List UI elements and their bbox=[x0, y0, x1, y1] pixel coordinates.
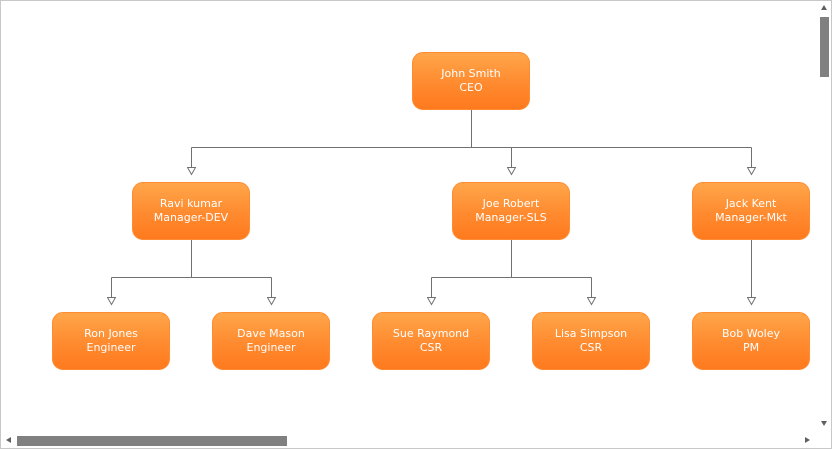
node-name: Joe Robert bbox=[482, 197, 540, 210]
node-staff-bob[interactable]: Bob Woley PM bbox=[692, 312, 810, 370]
node-staff-dave[interactable]: Dave Mason Engineer bbox=[212, 312, 330, 370]
node-name: Ron Jones bbox=[84, 327, 138, 340]
node-title: Engineer bbox=[246, 341, 296, 354]
node-staff-lisa[interactable]: Lisa Simpson CSR bbox=[532, 312, 650, 370]
node-name: Dave Mason bbox=[237, 327, 305, 340]
node-title: Manager-Mkt bbox=[715, 211, 787, 224]
node-title: Manager-DEV bbox=[153, 211, 229, 224]
scroll-up-icon[interactable] bbox=[821, 5, 827, 10]
node-staff-sue[interactable]: Sue Raymond CSR bbox=[372, 312, 490, 370]
connector-layer bbox=[1, 110, 817, 433]
node-title: PM bbox=[742, 341, 760, 354]
vertical-scrollbar[interactable] bbox=[818, 1, 831, 433]
node-name: Ravi kumar bbox=[159, 197, 223, 210]
node-ceo[interactable]: John Smith CEO bbox=[412, 52, 530, 110]
node-name: Jack Kent bbox=[725, 197, 777, 210]
horizontal-scroll-thumb[interactable] bbox=[17, 436, 287, 446]
node-name: Sue Raymond bbox=[392, 327, 470, 340]
node-name: Bob Woley bbox=[721, 327, 781, 340]
scroll-left-icon[interactable] bbox=[6, 437, 11, 443]
node-staff-ron[interactable]: Ron Jones Engineer bbox=[52, 312, 170, 370]
node-manager-sls[interactable]: Joe Robert Manager-SLS bbox=[452, 182, 570, 240]
org-chart-canvas: John Smith CEO Ravi kumar Manager-DEV Jo… bbox=[1, 1, 817, 433]
scroll-down-icon[interactable] bbox=[821, 421, 827, 426]
node-manager-mkt[interactable]: Jack Kent Manager-Mkt bbox=[692, 182, 810, 240]
node-name: Lisa Simpson bbox=[554, 327, 628, 340]
node-name: John Smith bbox=[441, 67, 501, 80]
node-title: Manager-SLS bbox=[475, 211, 547, 224]
node-title: CSR bbox=[419, 341, 443, 354]
node-title: Engineer bbox=[86, 341, 136, 354]
node-manager-dev[interactable]: Ravi kumar Manager-DEV bbox=[132, 182, 250, 240]
node-title: CEO bbox=[459, 81, 483, 94]
horizontal-scrollbar[interactable] bbox=[1, 433, 818, 448]
vertical-scroll-thumb[interactable] bbox=[820, 17, 829, 77]
node-title: CSR bbox=[579, 341, 603, 354]
scroll-right-icon[interactable] bbox=[805, 437, 810, 443]
